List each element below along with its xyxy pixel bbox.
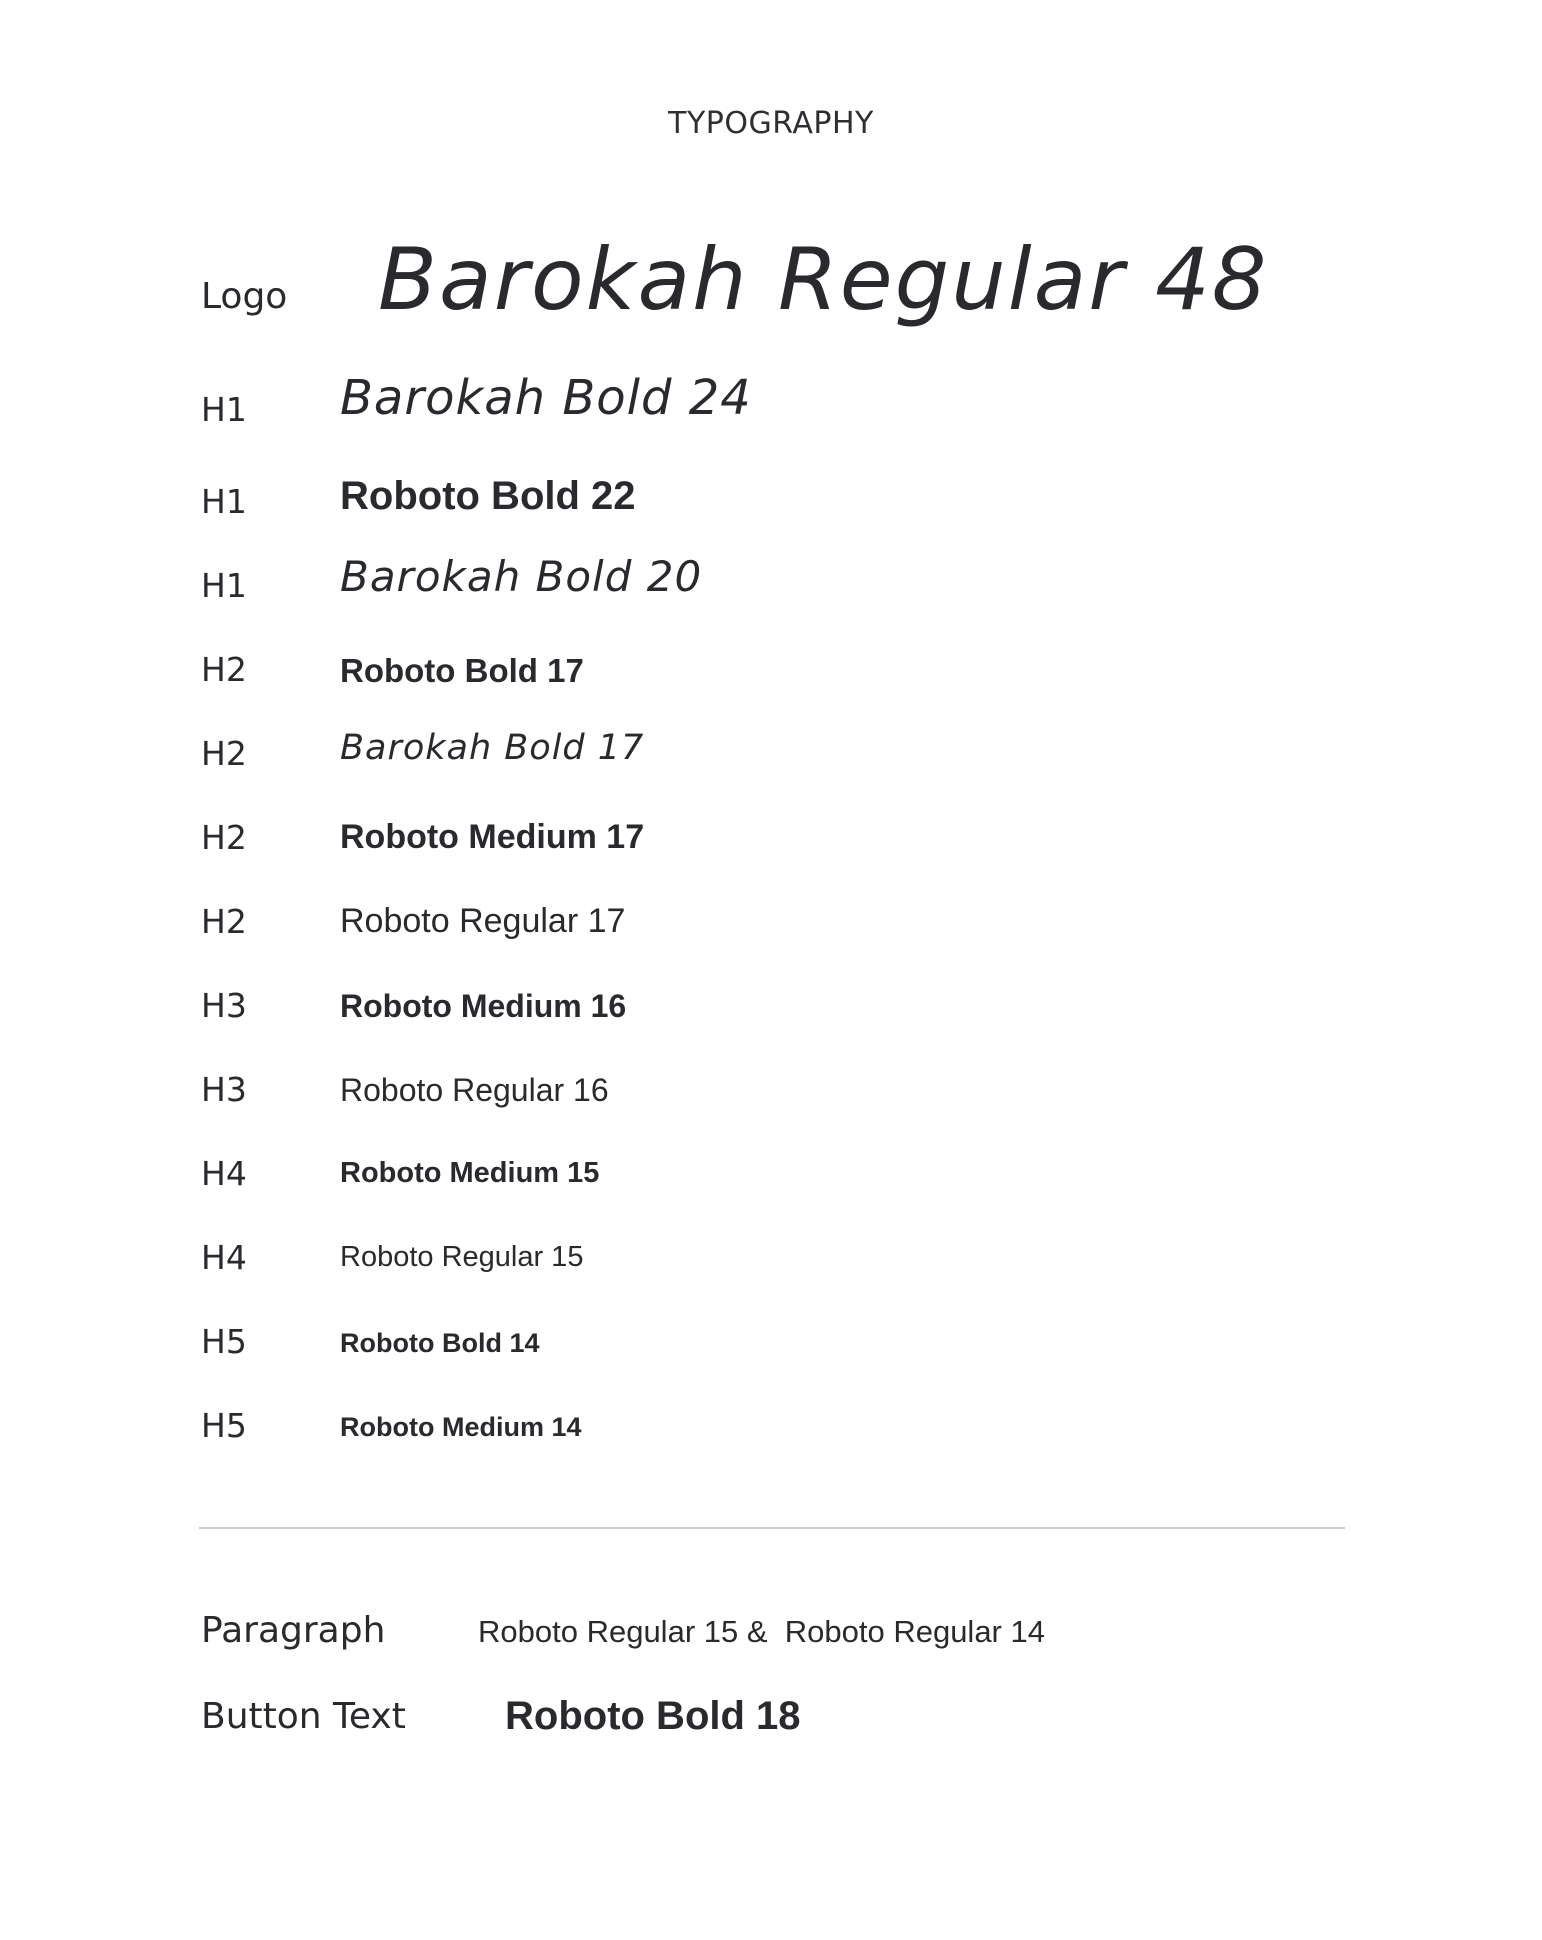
type-sample: Barokah Bold 20 (340, 552, 703, 601)
type-level-label: H4 (201, 1154, 247, 1193)
type-level-label: H5 (201, 1322, 247, 1361)
type-sample: Roboto Medium 17 (340, 818, 645, 856)
type-sample: Roboto Regular 17 (340, 902, 626, 940)
paragraph-sample: Roboto Regular 15 & Roboto Regular 14 (478, 1614, 1045, 1649)
type-level-label: H3 (201, 1070, 247, 1109)
type-level-label: H1 (201, 566, 247, 605)
type-level-label: H4 (201, 1238, 247, 1277)
type-sample: Barokah Bold 24 (340, 370, 752, 426)
type-level-label: H1 (201, 482, 247, 521)
type-sample: Barokah Bold 17 (340, 728, 645, 768)
type-sample: Roboto Medium 14 (340, 1412, 582, 1442)
type-sample: Roboto Regular 16 (340, 1072, 609, 1108)
type-sample: Roboto Regular 15 (340, 1241, 584, 1273)
type-sample: Roboto Bold 22 (340, 474, 636, 518)
section-divider (199, 1527, 1345, 1529)
button-text-sample: Roboto Bold 18 (505, 1694, 801, 1738)
page-title: TYPOGRAPHY (668, 106, 874, 141)
paragraph-label: Paragraph (201, 1610, 386, 1651)
type-level-label: H2 (201, 650, 247, 689)
type-level-label: Logo (201, 276, 288, 317)
type-sample: Roboto Bold 17 (340, 652, 584, 689)
type-sample: Roboto Bold 14 (340, 1328, 540, 1358)
type-level-label: H2 (201, 734, 247, 773)
type-sample: Roboto Medium 16 (340, 988, 627, 1024)
button-text-label: Button Text (201, 1696, 406, 1737)
type-level-label: H1 (201, 390, 247, 429)
type-level-label: H3 (201, 986, 247, 1025)
type-sample: Roboto Medium 15 (340, 1157, 600, 1189)
type-level-label: H5 (201, 1406, 247, 1445)
type-level-label: H2 (201, 818, 247, 857)
type-level-label: H2 (201, 902, 247, 941)
type-sample: Barokah Regular 48 (378, 230, 1269, 330)
